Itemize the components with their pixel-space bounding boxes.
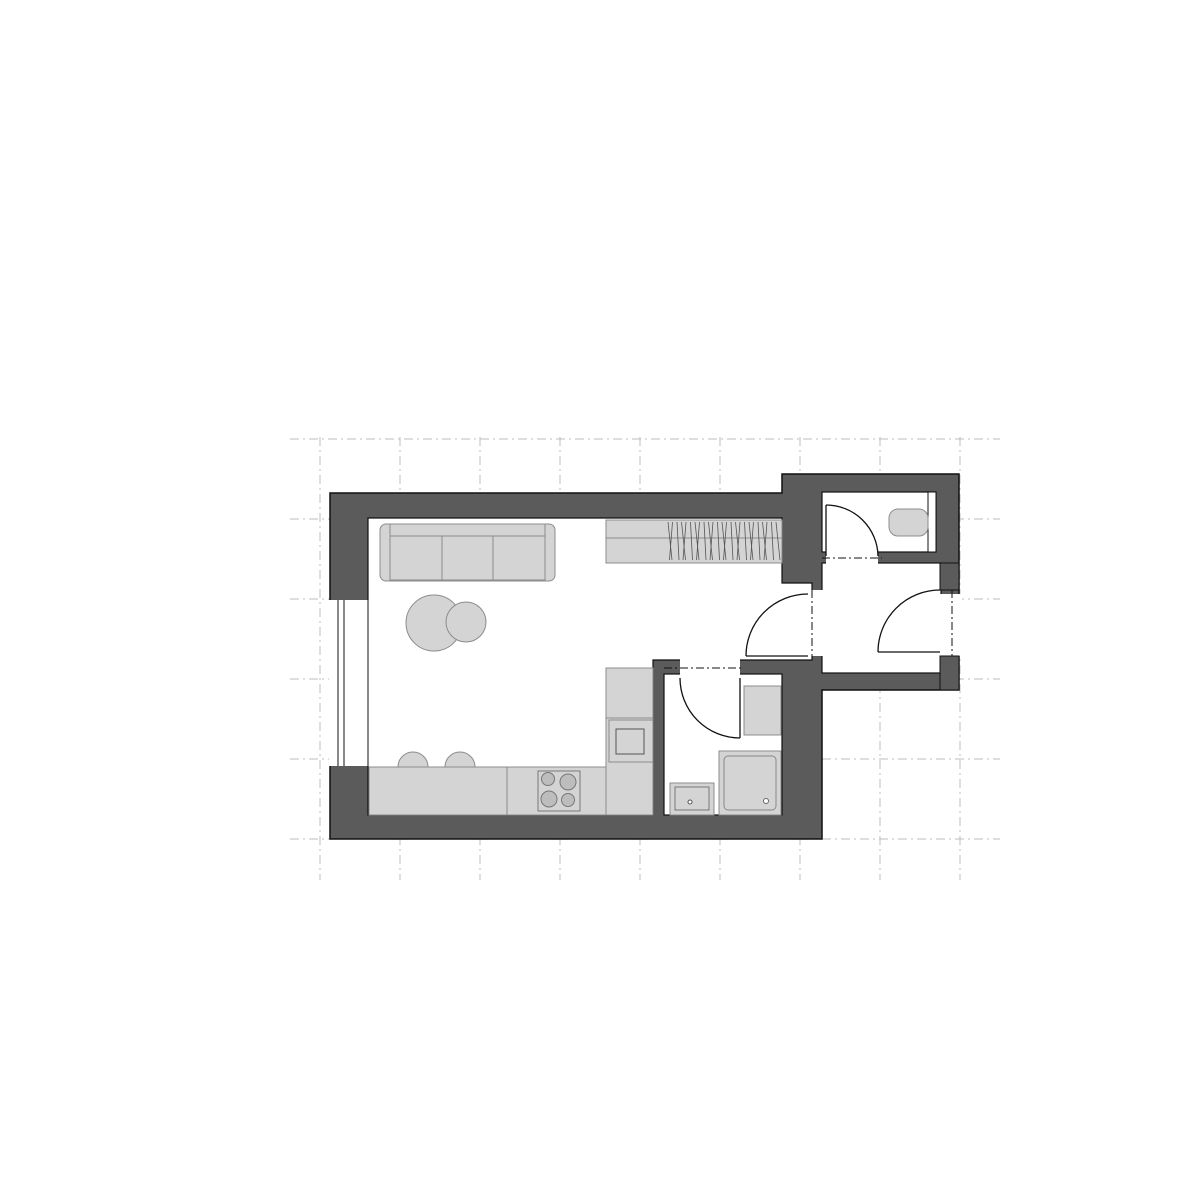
toilet-cistern	[927, 491, 937, 553]
opening-hall-toilet	[826, 548, 878, 566]
opening-living-hall	[808, 590, 826, 656]
wardrobe-top	[605, 519, 783, 539]
door-swing	[679, 677, 741, 739]
furniture	[368, 491, 937, 816]
opening-living-bath	[680, 656, 740, 678]
hanger	[690, 521, 693, 561]
burner	[561, 793, 575, 807]
opening-entrance	[938, 594, 962, 656]
burner	[559, 773, 577, 791]
entrance-door	[877, 589, 953, 656]
cooktop-burners	[537, 770, 581, 812]
washbasin-bowl	[674, 786, 710, 811]
hanger	[775, 521, 781, 561]
wardrobe-hangers	[667, 521, 781, 561]
sofa	[379, 523, 556, 582]
hanger	[676, 521, 680, 561]
bathroom-door	[664, 667, 744, 739]
burner	[540, 790, 558, 808]
hanger	[708, 521, 713, 561]
door-swing	[877, 589, 941, 653]
hanger	[669, 521, 673, 561]
hanger	[744, 521, 747, 561]
window-gap	[329, 600, 370, 766]
hanger	[771, 521, 774, 561]
washbasin-drain	[687, 799, 693, 805]
sofa-back	[389, 523, 546, 537]
hallway-door	[745, 590, 813, 657]
door-swing	[745, 593, 809, 657]
hanger	[717, 521, 720, 561]
sofa-cushion	[492, 535, 546, 581]
toilet-bowl	[888, 508, 929, 537]
room-hallway	[821, 562, 942, 674]
hanger	[709, 521, 714, 561]
hanger	[667, 521, 673, 561]
toilet-door	[822, 504, 882, 559]
sofa-cushion	[389, 535, 443, 581]
hanger	[682, 521, 687, 561]
bar-stool	[397, 751, 429, 768]
wall-cap	[939, 655, 960, 691]
hanger	[730, 521, 734, 561]
openings	[680, 548, 962, 678]
cooktop-outline	[537, 770, 581, 812]
hanger	[723, 521, 727, 561]
hanger	[696, 521, 700, 561]
wall-caps	[939, 562, 960, 691]
hanger	[721, 521, 727, 561]
bar-stool	[444, 751, 476, 768]
hanger	[762, 521, 767, 561]
door-swing	[825, 504, 879, 557]
oven-door	[615, 728, 645, 755]
washing-machine	[743, 685, 782, 736]
burner	[541, 772, 555, 786]
hanger	[750, 521, 754, 561]
shower-drain	[763, 798, 769, 804]
hanger	[681, 521, 686, 561]
doors	[664, 504, 953, 739]
hanger	[694, 521, 700, 561]
cooktop	[506, 766, 607, 816]
wardrobe	[605, 519, 783, 564]
shower-tray-inner	[723, 755, 777, 811]
hanger	[757, 521, 761, 561]
hanger	[736, 521, 741, 561]
hanger	[703, 521, 707, 561]
wall-cap	[939, 562, 960, 591]
hanger	[735, 521, 740, 561]
window	[329, 600, 370, 766]
hanger	[763, 521, 768, 561]
hanger	[748, 521, 754, 561]
sofa-cushion	[441, 535, 494, 581]
coffee-table-small	[445, 601, 487, 643]
oven-counter-segment	[605, 667, 654, 719]
